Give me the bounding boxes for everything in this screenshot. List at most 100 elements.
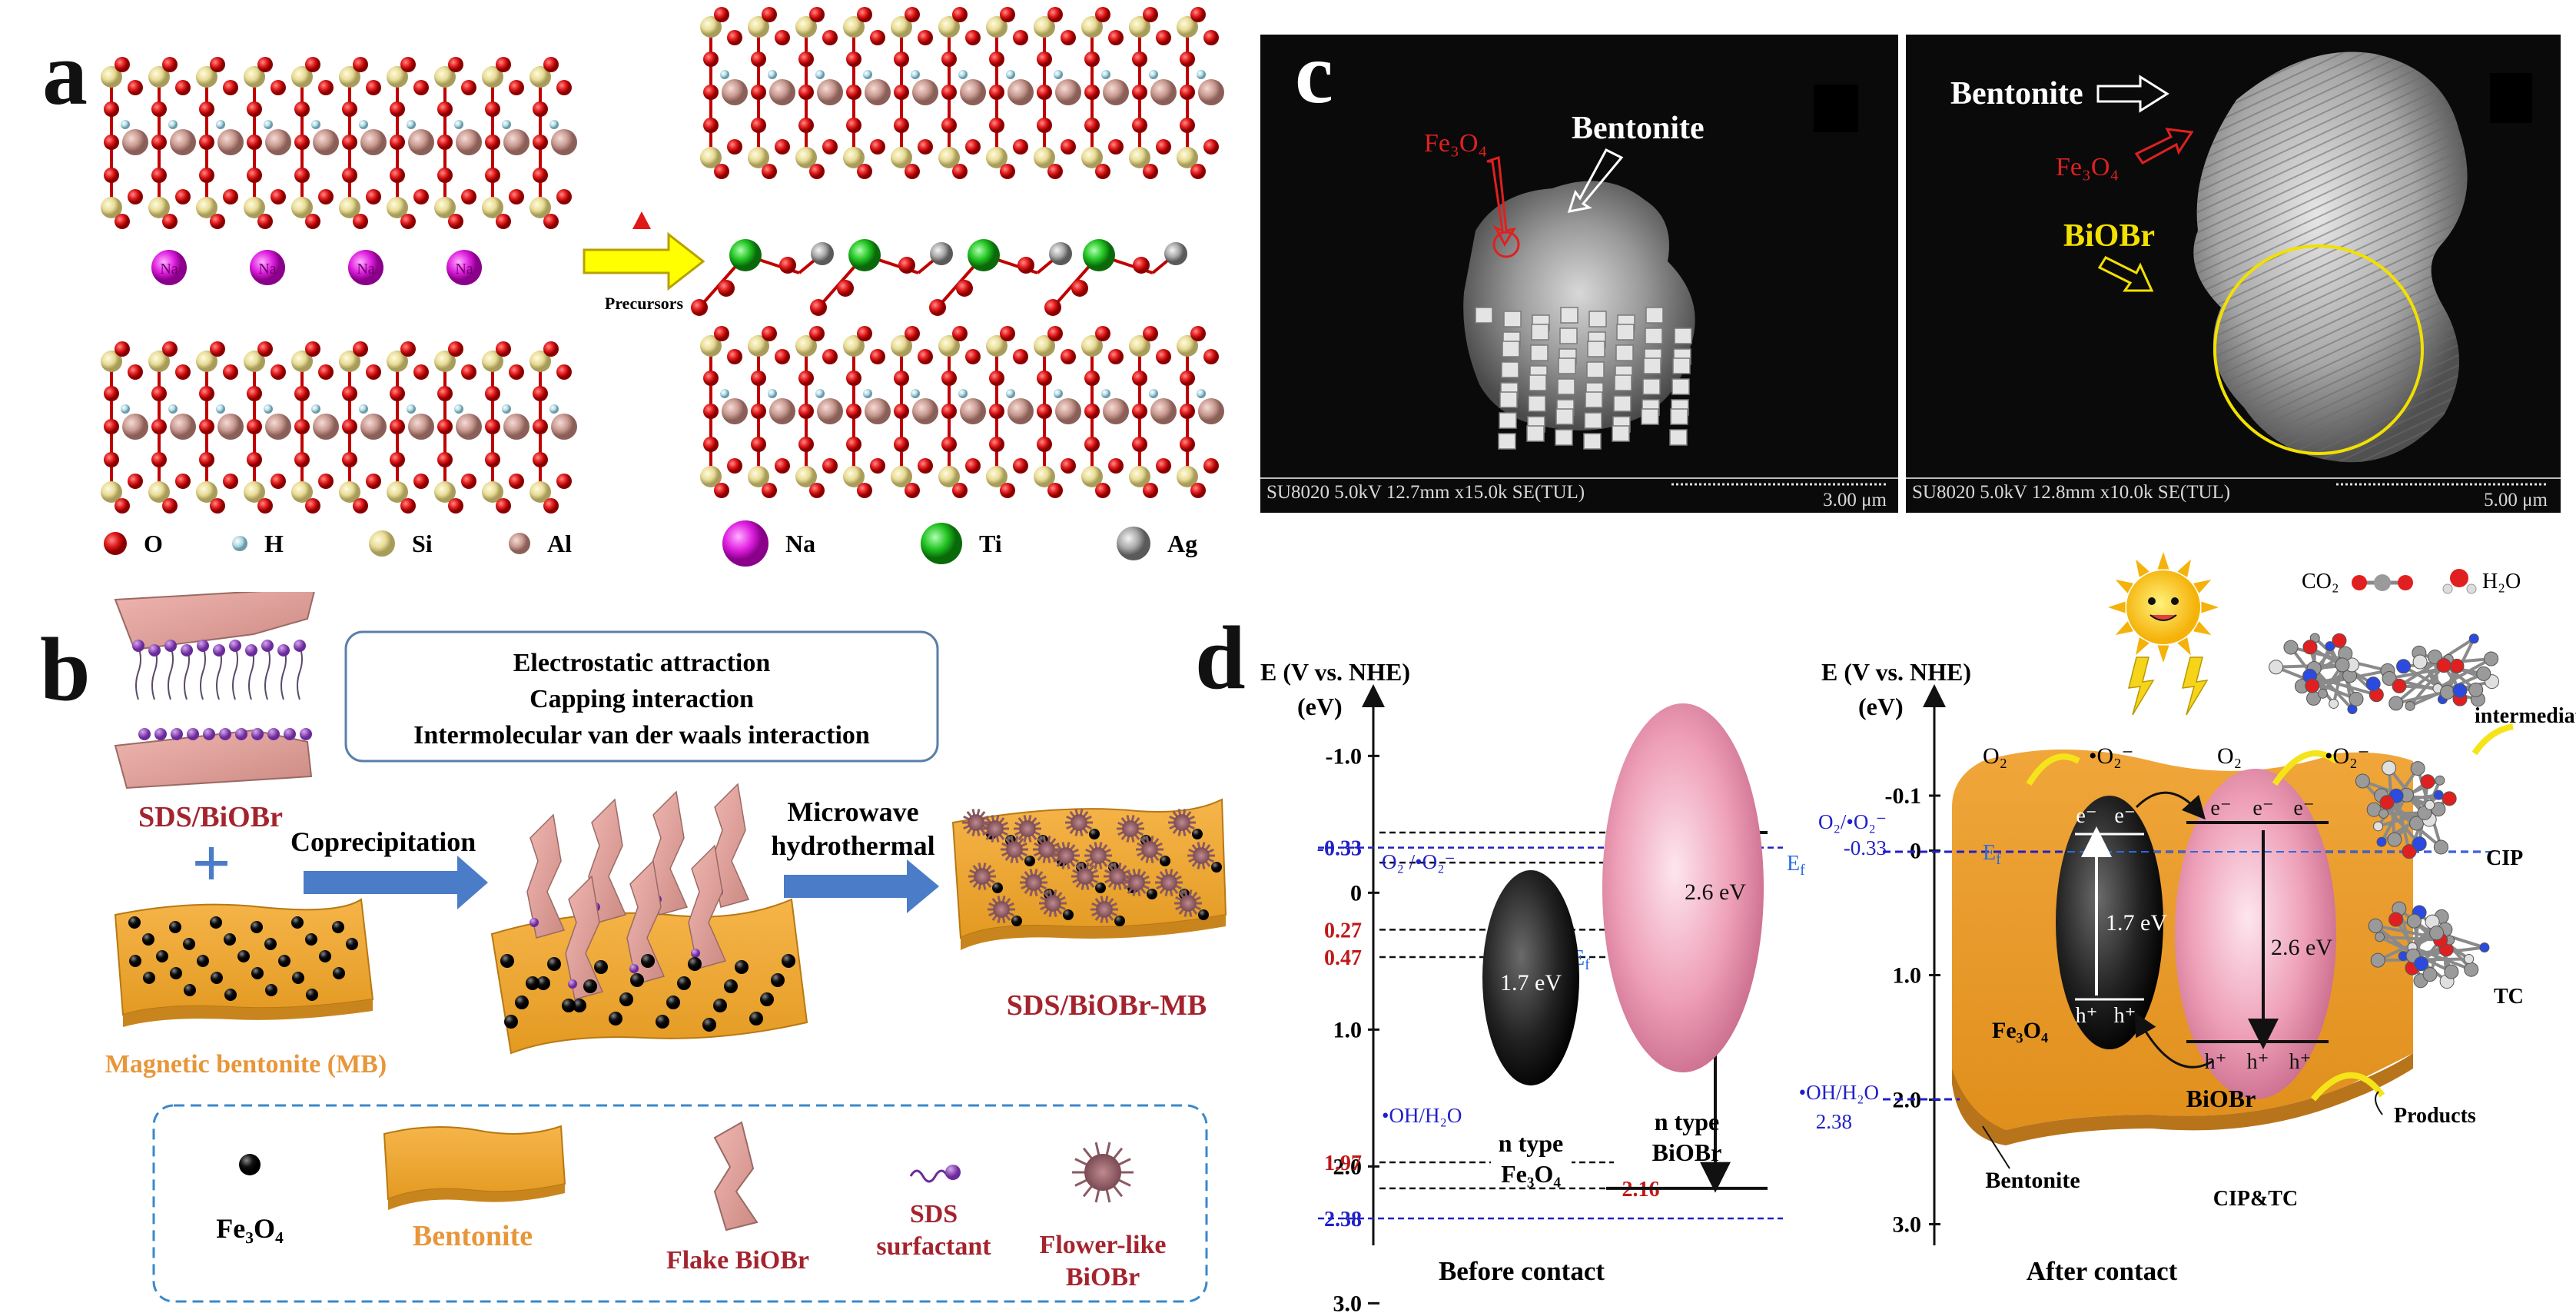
after-gap-biobr: 2.6 eV	[2271, 935, 2332, 960]
interaction-box	[344, 630, 939, 763]
legend-label-h: H	[264, 530, 284, 557]
precursors-label: Precursors	[605, 294, 684, 313]
after-biobr-name: BiOBr	[2186, 1085, 2256, 1112]
ti-ag-chain	[1044, 239, 1187, 316]
clay-structure-before: Na Na Na Na	[101, 57, 577, 514]
before-caption: Before contact	[1439, 1256, 1605, 1286]
flower-biobr-legend-icon	[1072, 1142, 1134, 1203]
band-diagram-before: E (V vs. NHE) (eV) -1.001.02.03.0 -0.44-…	[1260, 658, 1805, 1313]
legend-sds-2: surfactant	[876, 1232, 991, 1261]
before-tick-label: -1.0	[1326, 743, 1363, 769]
after-rad-left: •O₂⁻	[2089, 743, 2133, 769]
sem-left-fe3o4-label: Fe₃O₄	[1424, 129, 1487, 158]
fe3o4-legend-icon	[239, 1154, 261, 1175]
fermi-level-label: Ef	[1787, 852, 1805, 879]
products-label: Products	[2394, 1104, 2476, 1128]
panel-c: Fe₃O₄ Bentonite SU8020 5.0kV 12.7mm x15.…	[1245, 0, 2576, 530]
legend-label-o: O	[144, 530, 163, 557]
after-axis-unit: (eV)	[1858, 693, 1904, 720]
lightning-left-icon	[2128, 656, 2155, 716]
after-oh-couple: •OH/H₂O	[1799, 1081, 1879, 1104]
biobr-band-before	[1602, 703, 1764, 1072]
sds-biobr-label: SDS/BiOBr	[138, 801, 283, 833]
atom-ti-icon	[921, 523, 962, 564]
heat-triangle-icon	[632, 211, 651, 229]
fe3o4-particles	[1475, 307, 1692, 450]
after-e-5: e⁻	[2293, 796, 2314, 820]
sds-surfactant-legend-icon	[909, 1165, 961, 1183]
legend-flower-2: BiOBr	[1066, 1263, 1140, 1291]
legend-label-ti: Ti	[979, 530, 1002, 557]
legend-item-al: Al	[509, 530, 572, 557]
after-ef: Ef	[1983, 841, 2001, 868]
legend-flower-1: Flower-like	[1040, 1231, 1167, 1259]
arrow-bentonite-left	[1567, 148, 1624, 213]
microwave-label-1: Microwave	[787, 796, 918, 827]
ti-ag-chain	[810, 239, 953, 316]
before-tick-label: 3.0	[1333, 1291, 1363, 1313]
legend-item-ti: Ti	[921, 523, 1002, 564]
after-e-3: e⁻	[2210, 796, 2231, 820]
band-diagram-after: E (V vs. NHE) (eV) -0.101.02.03.0 1.7 eV…	[1799, 552, 2576, 1286]
sem-right-scale: 5.00 μm	[2484, 490, 2548, 510]
intermediates-label: intermediates	[2475, 704, 2576, 728]
h2o-label: H₂O	[2482, 570, 2521, 593]
legend-bentonite: Bentonite	[413, 1220, 533, 1252]
product-composite	[951, 798, 1227, 950]
potential-label: 0.27	[1324, 919, 1362, 942]
sem-image-right: Bentonite Fe₃O₄ BiOBr SU8020 5.0kV 12.8m…	[1906, 35, 2561, 513]
sodium-label: Na	[357, 261, 374, 278]
legend-flake-biobr: Flake BiOBr	[666, 1246, 809, 1275]
legend-item-ag: Ag	[1117, 527, 1197, 560]
sodium-atom: Na	[446, 250, 482, 285]
fe3o4-highlight	[1492, 231, 1520, 258]
after-o2-couple: O₂/•O₂⁻	[1818, 810, 1887, 833]
after-h-4: h⁺	[2247, 1050, 2269, 1074]
arrow-biobr-right	[2097, 256, 2154, 292]
after-gap-fe3o4: 1.7 eV	[2106, 910, 2167, 936]
before-tick-label: 1.0	[1333, 1017, 1363, 1042]
sodium-label: Na	[258, 261, 276, 278]
sodium-label: Na	[455, 261, 473, 278]
reaction-arrow: Precursors	[583, 211, 705, 313]
sem-right-meta: SU8020 5.0kV 12.8mm x10.0k SE(TUL)	[1912, 482, 2230, 503]
atom-o-icon	[104, 532, 127, 555]
after-fe3o4-name: Fe₃O₄	[1992, 1018, 2048, 1043]
potential-label: 2.38	[1324, 1208, 1362, 1232]
bentonite-legend-icon	[383, 1125, 566, 1210]
legend-label-si: Si	[412, 530, 433, 557]
sem-left-meta: SU8020 5.0kV 12.7mm x15.0k SE(TUL)	[1266, 482, 1585, 503]
ti-ag-chain	[929, 239, 1072, 316]
co2-label: CO₂	[2302, 570, 2339, 593]
interaction-line-1: Electrostatic attraction	[513, 649, 771, 677]
legend-item-h: H	[232, 530, 284, 557]
after-h-2: h⁺	[2114, 1004, 2136, 1028]
h2o-molecule-icon	[2442, 569, 2477, 594]
legend-sds-1: SDS	[910, 1200, 958, 1228]
product-label: SDS/BiOBr-MB	[1007, 989, 1207, 1022]
sem-left-scale: 3.00 μm	[1823, 490, 1887, 510]
before-biobr-name: BiOBr	[1652, 1138, 1722, 1166]
before-tick-label: 2.0	[1333, 1154, 1363, 1179]
flake-biobr-legend-icon	[713, 1121, 759, 1232]
panel-d-label: d	[1195, 607, 1246, 708]
sodium-atom: Na	[151, 250, 187, 285]
before-gap-biobr: 2.6 eV	[1685, 879, 1746, 905]
atom-ag-icon	[1117, 527, 1150, 560]
lightning-right-icon	[2182, 656, 2209, 716]
before-biobr-type: n type	[1655, 1108, 1719, 1135]
after-e-1: e⁻	[2076, 804, 2096, 828]
before-gap-fe3o4: 1.7 eV	[1500, 970, 1562, 996]
sem-right-bentonite-label: Bentonite	[1950, 76, 2083, 111]
sodium-atom: Na	[250, 250, 285, 285]
legend-item-si: Si	[369, 530, 433, 557]
after-o2-left: O₂	[1983, 743, 2007, 769]
magnetic-bentonite-illustration	[114, 898, 374, 1027]
before-tick-label: 0	[1350, 880, 1362, 906]
legend-box-b	[152, 1104, 1208, 1303]
legend-item-na: Na	[722, 520, 815, 567]
after-bentonite: Bentonite	[1985, 1168, 2080, 1193]
after-rad-right: •O₂⁻	[2325, 743, 2369, 769]
arrow-bentonite-right	[2096, 75, 2169, 113]
